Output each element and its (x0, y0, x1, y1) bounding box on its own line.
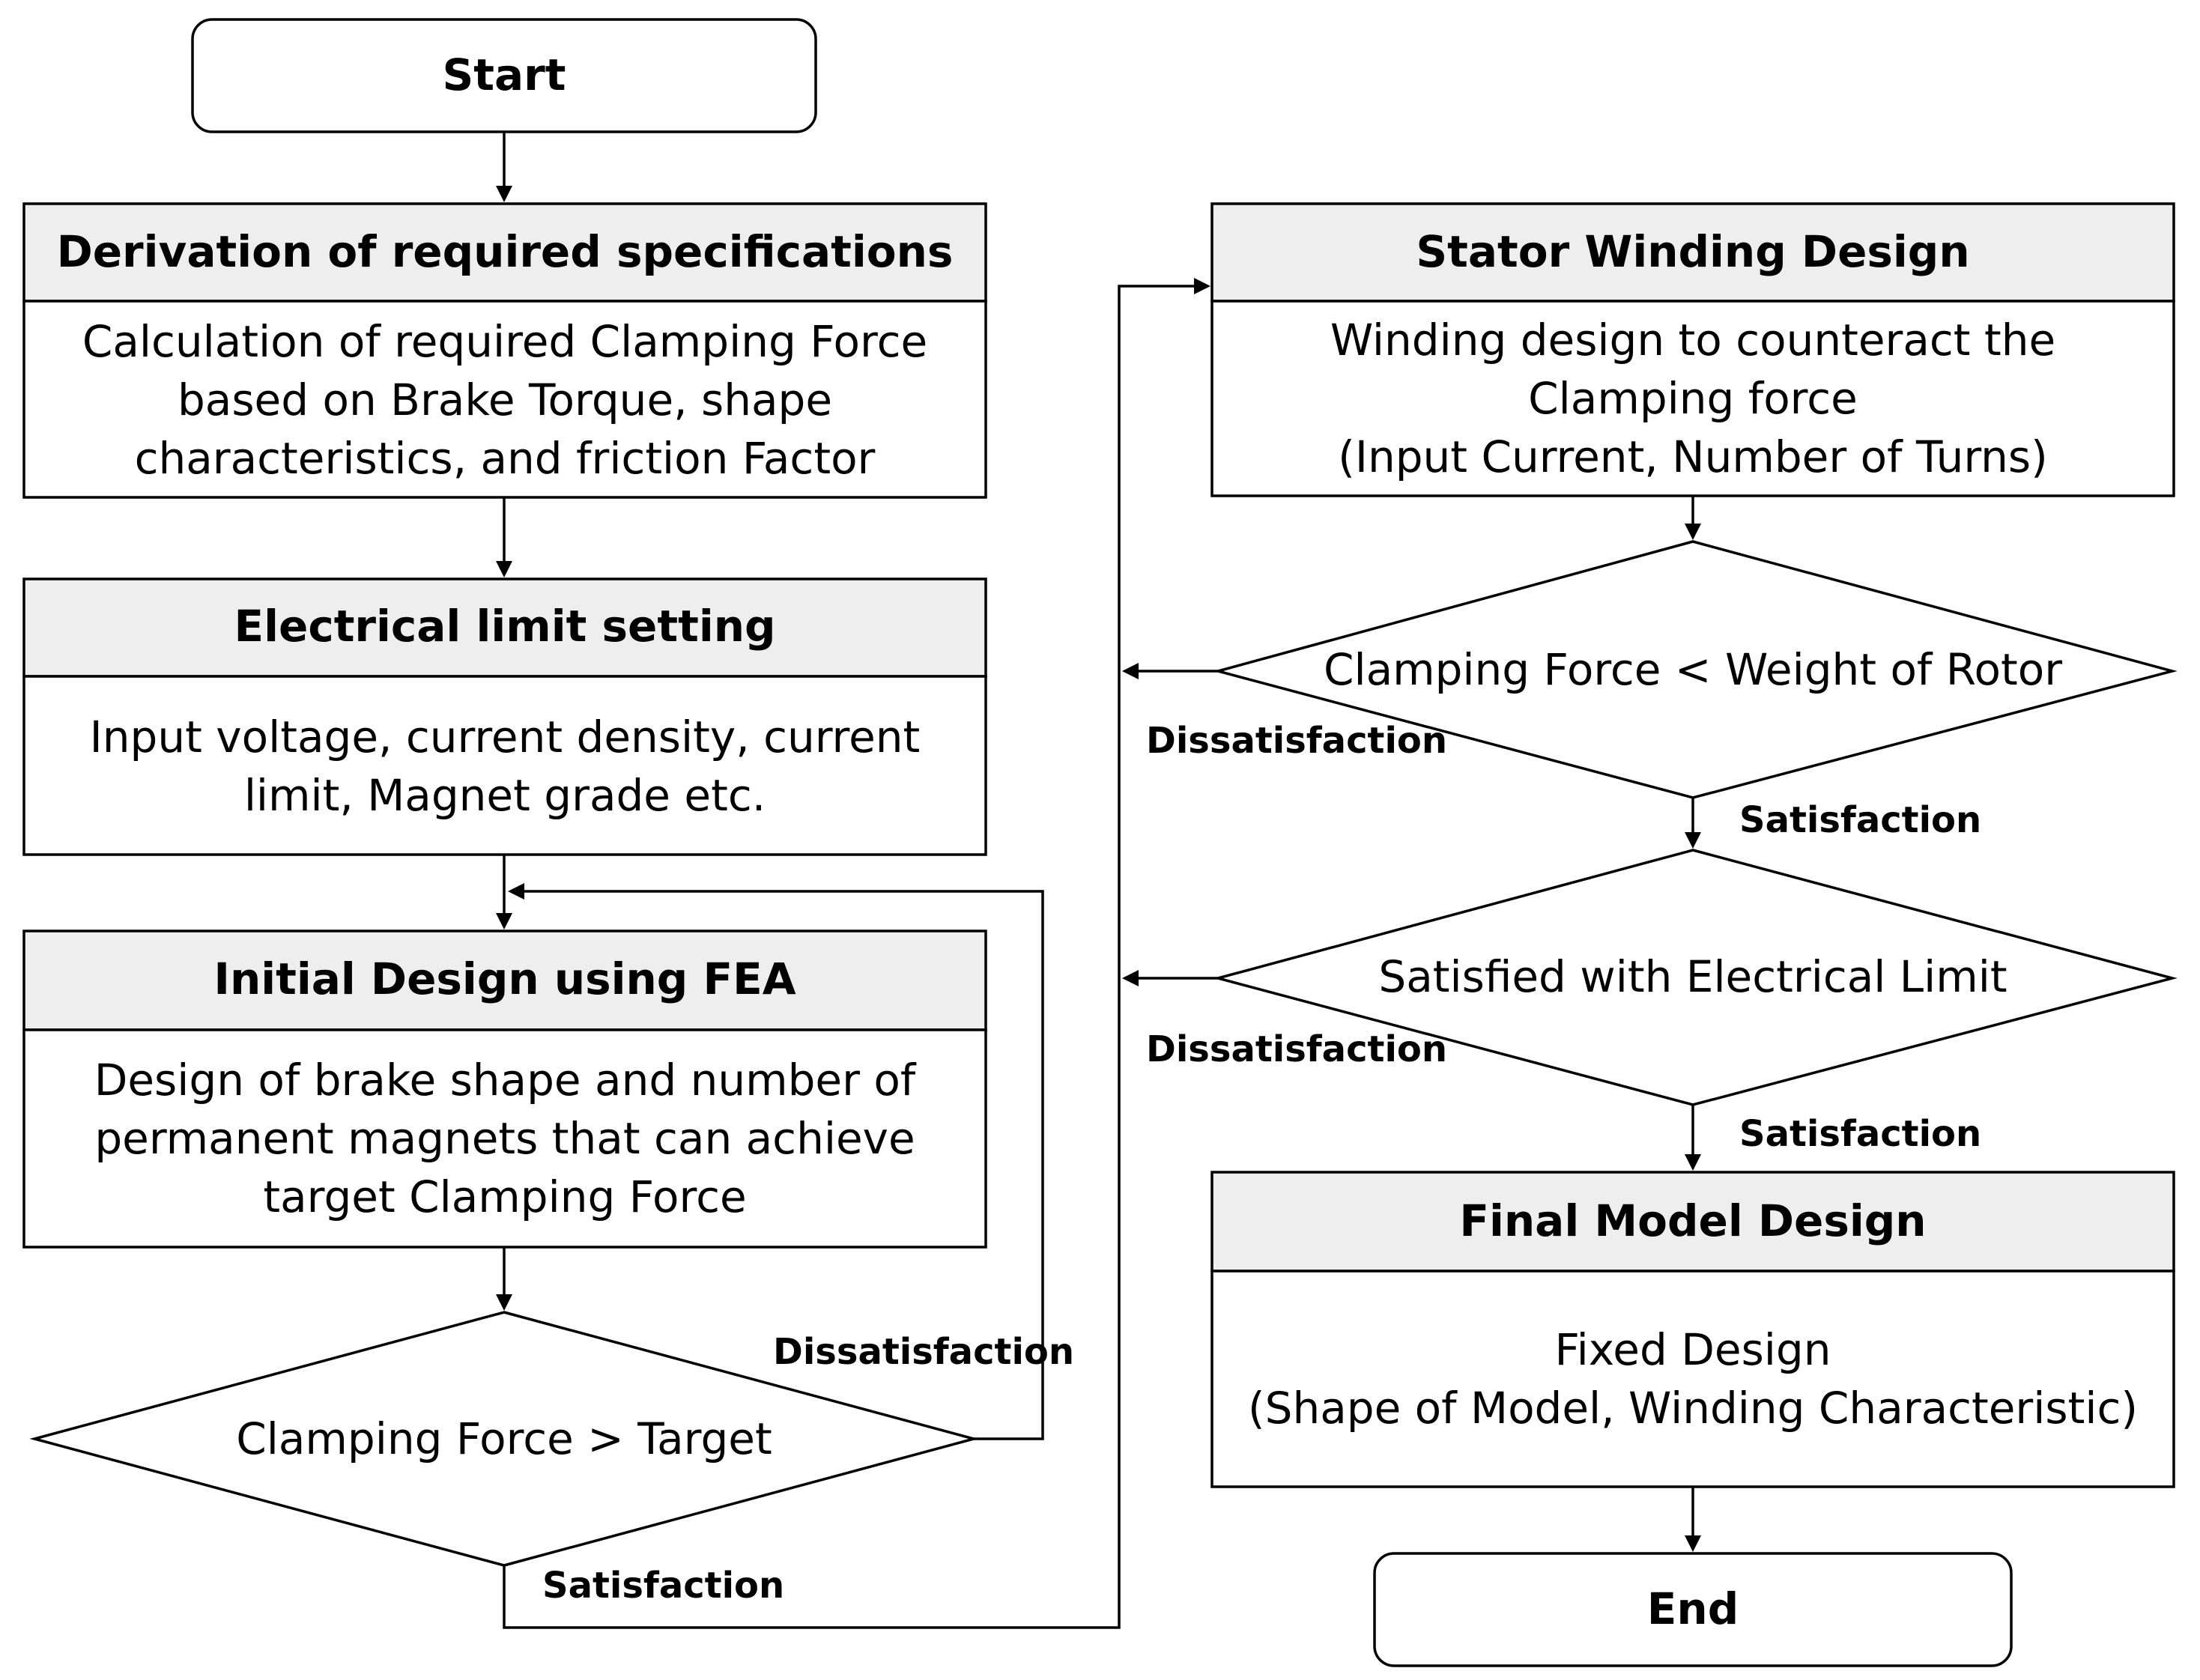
initial-design-line-3: target Clamping Force (263, 1171, 746, 1222)
derivation-box: Derivation of required specifications Ca… (22, 202, 987, 499)
start-label: Start (443, 49, 566, 100)
initial-design-line-1: Design of brake shape and number of (94, 1055, 917, 1106)
derivation-line-1: Calculation of required Clamping Force (82, 316, 927, 367)
derivation-line-3: characteristics, and friction Factor (135, 433, 876, 484)
connector-decision2-dissatisfaction (1122, 663, 1218, 679)
final-model-line-1: Fixed Design (1555, 1324, 1831, 1375)
decision-weight-rotor: Clamping Force < Weight of Rotor (1213, 540, 2178, 799)
decision3-no-label: Dissatisfaction (1146, 1028, 1447, 1070)
connector-decision3-to-final (1685, 1105, 1701, 1171)
initial-design-title: Initial Design using FEA (213, 953, 796, 1004)
stator-winding-box: Stator Winding Design Winding design to … (1210, 202, 2175, 497)
decision-electrical-limit-label: Satisfied with Electrical Limit (1378, 951, 2007, 1002)
decision1-yes-label: Satisfaction (542, 1565, 784, 1607)
end-label: End (1647, 1583, 1739, 1634)
electrical-limit-title: Electrical limit setting (234, 601, 775, 652)
stator-winding-line-2: Clamping force (1528, 373, 1858, 424)
decision3-yes-label: Satisfaction (1739, 1113, 1981, 1155)
stator-winding-line-3: (Input Current, Number of Turns) (1338, 431, 2048, 482)
electrical-limit-line-1: Input voltage, current density, current (90, 712, 921, 762)
stator-winding-line-1: Winding design to counteract the (1330, 315, 2055, 366)
start-node: Start (191, 18, 817, 133)
decision-electrical-limit: Satisfied with Electrical Limit (1213, 849, 2178, 1106)
decision1-no-label: Dissatisfaction (773, 1331, 1074, 1373)
connector-final-to-end (1685, 1487, 1701, 1552)
decision-weight-rotor-label: Clamping Force < Weight of Rotor (1324, 644, 2062, 695)
derivation-line-2: based on Brake Torque, shape (178, 374, 832, 425)
connector-decision1-satisfaction-to-stator (503, 278, 1210, 1629)
decision2-no-label: Dissatisfaction (1146, 720, 1447, 762)
decision2-yes-label: Satisfaction (1739, 799, 1981, 841)
connector-decision2-to-decision3 (1685, 798, 1701, 849)
derivation-title: Derivation of required specifications (57, 226, 954, 277)
stator-winding-title: Stator Winding Design (1416, 226, 1969, 277)
initial-design-line-2: permanent magnets that can achieve (94, 1113, 915, 1164)
initial-design-box: Initial Design using FEA Design of brake… (22, 930, 987, 1249)
decision-clamping-target-label: Clamping Force > Target (236, 1413, 772, 1464)
final-model-title: Final Model Design (1459, 1195, 1926, 1246)
connector-stator-to-decision2 (1685, 496, 1701, 540)
final-model-box: Final Model Design Fixed Design (Shape o… (1210, 1171, 2175, 1488)
decision-clamping-target: Clamping Force > Target (29, 1311, 979, 1567)
connector-decision3-dissatisfaction (1122, 970, 1218, 986)
connector-initial-to-decision1 (496, 1247, 512, 1311)
connector-start-to-derivation (496, 132, 512, 202)
final-model-line-2: (Shape of Model, Winding Characteristic) (1248, 1383, 2138, 1434)
connector-electrical-to-initial (496, 855, 512, 930)
electrical-limit-box: Electrical limit setting Input voltage, … (22, 577, 987, 856)
end-node: End (1373, 1552, 2013, 1667)
connector-derivation-to-electrical (496, 497, 512, 577)
electrical-limit-line-2: limit, Magnet grade etc. (244, 770, 766, 821)
connector-decision1-dissatisfaction-loop (508, 883, 1044, 1440)
